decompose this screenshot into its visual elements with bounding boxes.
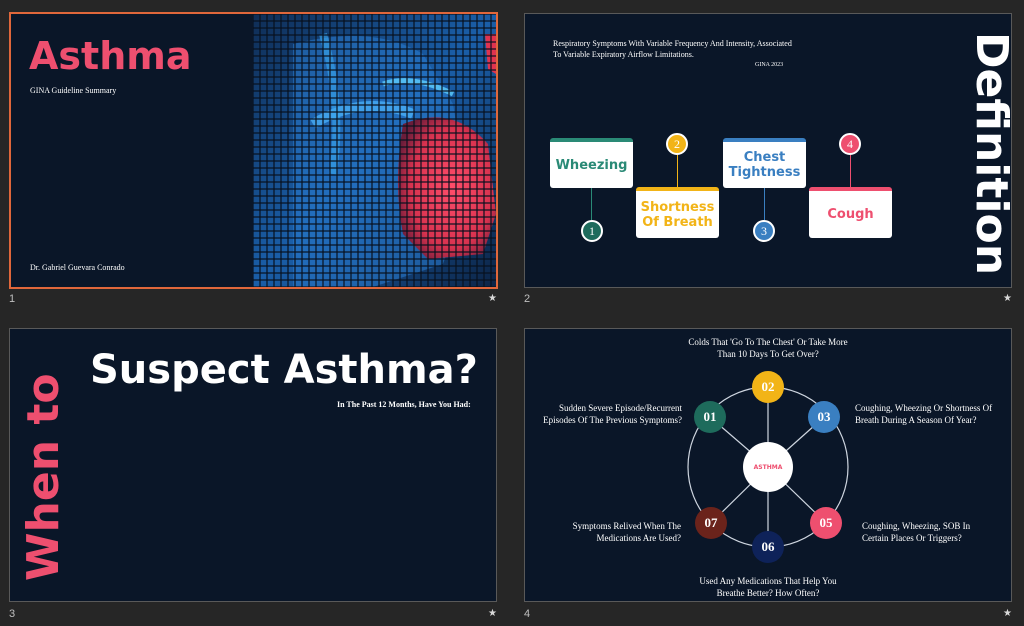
connector-line — [591, 188, 592, 220]
question-text-01: Sudden Severe Episode/Recurrent Episodes… — [543, 403, 682, 425]
definition-text: Respiratory Symptoms With Variable Frequ… — [553, 39, 792, 59]
slide-number-4: 4 — [524, 608, 531, 620]
slide-thumbnail-1[interactable]: Asthma GINA Guideline Summary Dr. Gabrie… — [9, 12, 498, 289]
symptom-card-wheezing: Wheezing — [550, 138, 633, 188]
slide-1-title: Asthma — [29, 34, 192, 78]
slide-1-author: Dr. Gabriel Guevara Conrado — [30, 263, 125, 272]
slide-thumbnail-3[interactable]: When to Suspect Asthma? In The Past 12 M… — [9, 328, 497, 602]
center-asthma-circle: ASTHMA — [743, 442, 793, 492]
slide-transition-icon-2: ★ — [1003, 293, 1012, 304]
question-node-02: 02 — [752, 371, 784, 403]
question-text-05: Coughing, Wheezing, SOB In Certain Place… — [862, 521, 971, 543]
question-node-01: 01 — [694, 401, 726, 433]
slide-3-title: Suspect Asthma? — [90, 347, 478, 393]
symptom-card-shortness-of-breath: Shortness Of Breath — [636, 187, 719, 238]
slide-thumbnail-2[interactable]: Respiratory Symptoms With Variable Frequ… — [524, 13, 1012, 288]
question-text-02: Colds That 'Go To The Chest' Or Take Mor… — [688, 337, 848, 359]
definition-source: GINA 2023 — [755, 62, 784, 68]
slide-number-1: 1 — [9, 293, 16, 305]
symptom-card-chest-tightness: Chest Tightness — [723, 138, 806, 188]
slide-transition-icon-3: ★ — [488, 608, 497, 619]
question-text-03: Coughing, Wheezing Or Shortness Of Breat… — [855, 403, 993, 425]
connector-line — [850, 155, 851, 187]
symptom-card-cough: Cough — [809, 187, 892, 238]
slide-3-subtitle: In The Past 12 Months, Have You Had: — [337, 400, 471, 409]
slide-transition-icon-4: ★ — [1003, 608, 1012, 619]
lung-xray-image — [253, 14, 496, 287]
connector-line — [677, 155, 678, 187]
slide-thumbnail-4[interactable]: ASTHMA 01 02 03 05 06 07 Sudden Severe E… — [524, 328, 1012, 602]
slide-transition-icon-1: ★ — [488, 293, 497, 304]
connector-line — [764, 188, 765, 220]
slide-1-subtitle: GINA Guideline Summary — [30, 86, 117, 95]
question-text-07: Symptoms Relived When The Medications Ar… — [572, 521, 681, 543]
question-node-03: 03 — [808, 401, 840, 433]
slide-number-2: 2 — [524, 293, 531, 305]
question-node-05: 05 — [810, 507, 842, 539]
symptom-number-1: 1 — [581, 220, 603, 242]
symptom-number-4: 4 — [839, 133, 861, 155]
question-node-07: 07 — [695, 507, 727, 539]
question-text-06: Used Any Medications That Help You Breat… — [699, 576, 837, 598]
slide-3-side-title: When to — [18, 373, 69, 581]
slide-number-3: 3 — [9, 608, 16, 620]
question-node-06: 06 — [752, 531, 784, 563]
definition-side-title: Definition — [966, 32, 1012, 276]
symptom-number-3: 3 — [753, 220, 775, 242]
symptom-number-2: 2 — [666, 133, 688, 155]
